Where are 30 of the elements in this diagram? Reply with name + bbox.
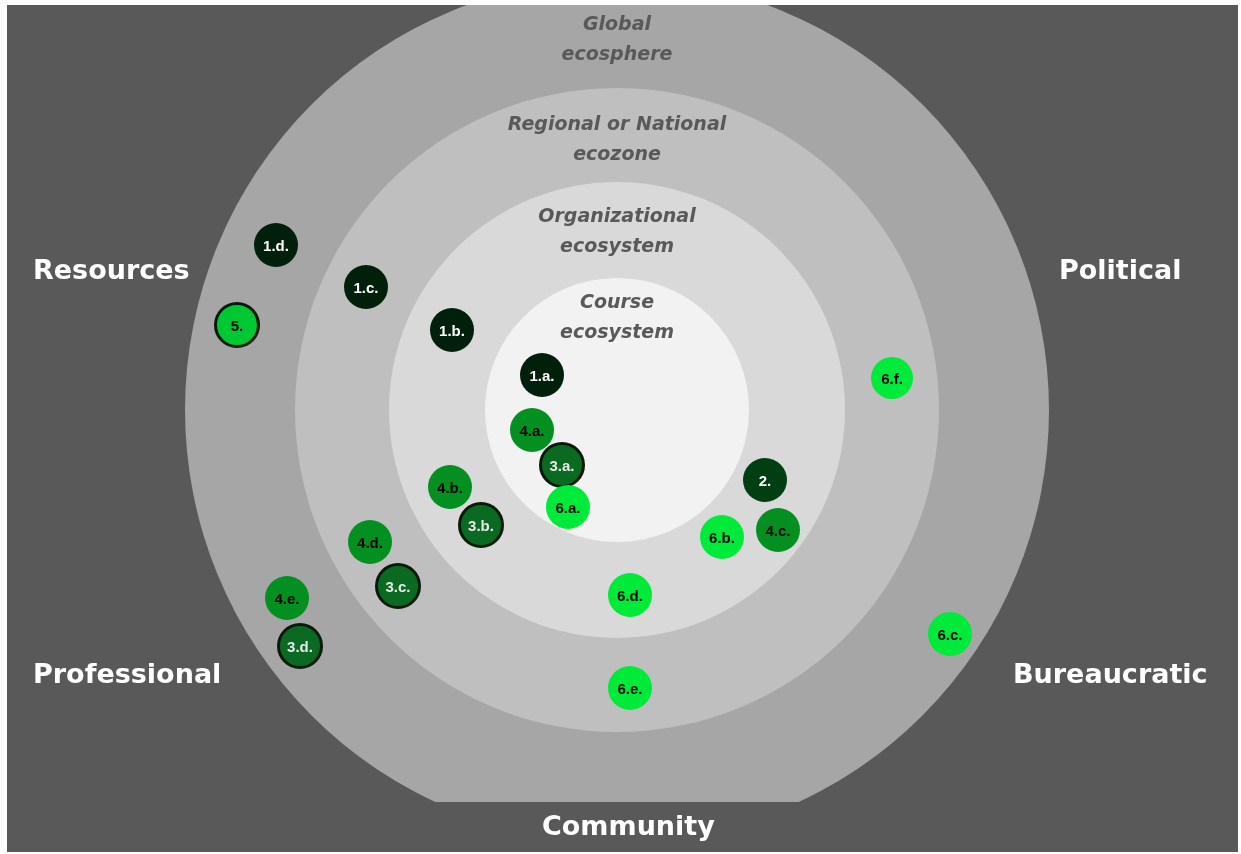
numbered-marker: 2. bbox=[743, 458, 787, 502]
numbered-marker: 5. bbox=[214, 302, 260, 348]
numbered-marker: 6.a. bbox=[546, 485, 590, 529]
numbered-marker: 4.c. bbox=[756, 508, 800, 552]
numbered-marker: 4.a. bbox=[510, 408, 554, 452]
numbered-marker: 1.c. bbox=[344, 265, 388, 309]
category-label: Community bbox=[542, 810, 715, 841]
numbered-marker: 3.a. bbox=[539, 442, 585, 488]
numbered-marker: 4.b. bbox=[428, 465, 472, 509]
category-label: Professional bbox=[33, 658, 222, 689]
numbered-marker: 1.d. bbox=[254, 223, 298, 267]
zone-label: Global ecosphere bbox=[560, 11, 674, 66]
category-label: Bureaucratic bbox=[1013, 658, 1208, 689]
numbered-marker: 1.b. bbox=[430, 308, 474, 352]
category-label: Resources bbox=[33, 254, 190, 285]
numbered-marker: 3.d. bbox=[277, 623, 323, 669]
numbered-marker: 6.b. bbox=[700, 515, 744, 559]
zone-label: Regional or National ecozone bbox=[506, 111, 728, 166]
numbered-marker: 6.f. bbox=[871, 357, 913, 399]
numbered-marker: 3.c. bbox=[375, 563, 421, 609]
numbered-marker: 6.c. bbox=[928, 612, 972, 656]
numbered-marker: 6.e. bbox=[608, 666, 652, 710]
numbered-marker: 6.d. bbox=[608, 573, 652, 617]
zone-label: Course ecosystem bbox=[559, 289, 675, 344]
numbered-marker: 4.d. bbox=[348, 520, 392, 564]
numbered-marker: 4.e. bbox=[265, 576, 309, 620]
numbered-marker: 3.b. bbox=[458, 502, 504, 548]
zone-label: Organizational ecosystem bbox=[537, 203, 697, 258]
category-label: Political bbox=[1059, 254, 1182, 285]
numbered-marker: 1.a. bbox=[520, 353, 564, 397]
